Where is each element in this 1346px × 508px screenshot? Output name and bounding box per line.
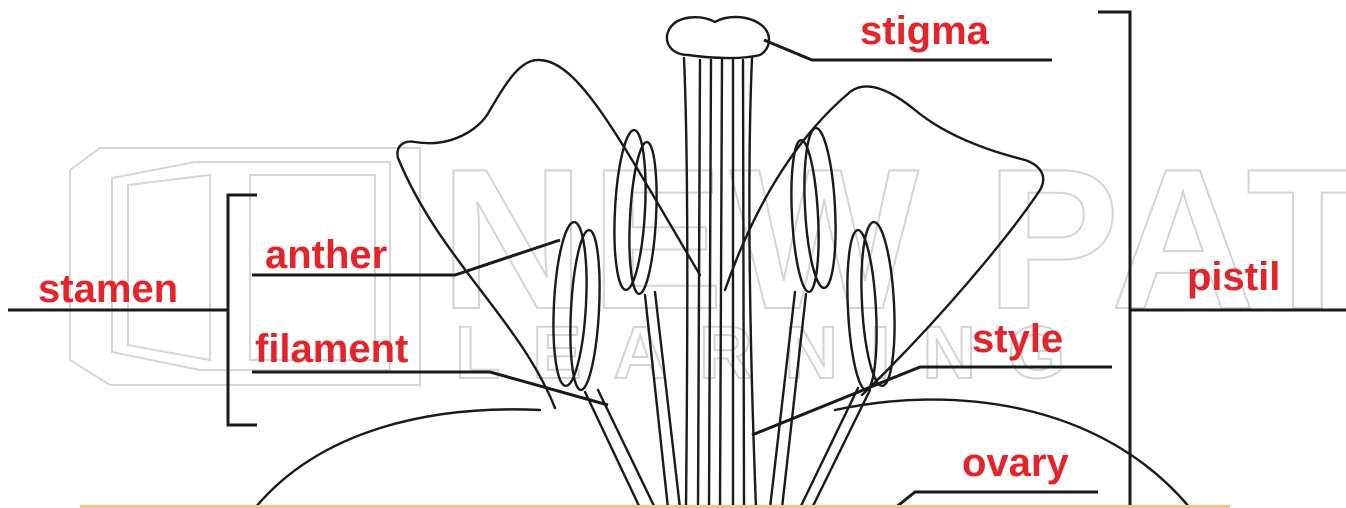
label-filament: filament [255,327,408,371]
stigma-shape [667,17,769,58]
filament-left [585,392,640,508]
label-style: style [972,317,1063,361]
label-stigma: stigma [860,9,990,53]
label-anther: anther [265,233,387,277]
ovary-shape [255,409,540,508]
label-stamen: stamen [38,267,178,311]
label-ovary: ovary [962,441,1069,485]
label-pistil: pistil [1187,255,1280,299]
